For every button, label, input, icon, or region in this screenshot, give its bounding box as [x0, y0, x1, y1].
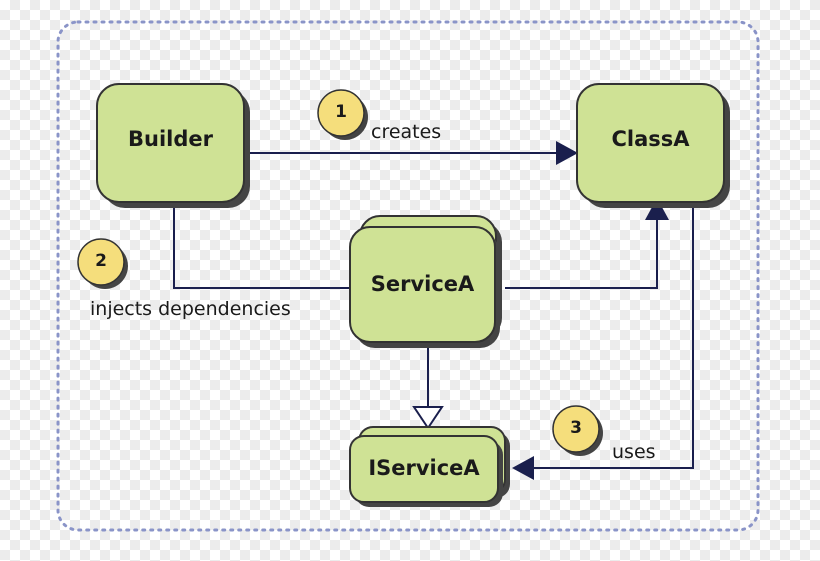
injects-arrowhead [645, 198, 669, 220]
builder-node [96, 83, 245, 203]
class-a-label: ClassA [611, 127, 690, 151]
injects-connector-left [173, 200, 352, 289]
creates-arrowhead [556, 141, 578, 165]
uses-label: uses [612, 441, 656, 463]
class-a-node [576, 83, 725, 203]
step-2-badge [77, 238, 125, 286]
step-1-number: 1 [335, 102, 347, 122]
service-a-label: ServiceA [370, 272, 475, 296]
uses-connector [524, 205, 694, 469]
builder-label: Builder [128, 127, 213, 151]
injects-connector-right [505, 212, 658, 289]
step-2-number: 2 [95, 251, 107, 271]
step-3-badge [552, 405, 600, 453]
step-3-number: 3 [570, 418, 582, 438]
creates-label: creates [371, 121, 442, 143]
iservice-a-node [349, 435, 499, 503]
dotted-frame [56, 20, 760, 532]
implements-arrowhead [412, 406, 444, 430]
service-a-node [349, 226, 496, 343]
step-1-badge [317, 89, 365, 137]
injects-label: injects dependencies [90, 298, 291, 320]
iservice-a-label: IServiceA [368, 456, 480, 480]
uses-arrowhead [512, 456, 534, 480]
